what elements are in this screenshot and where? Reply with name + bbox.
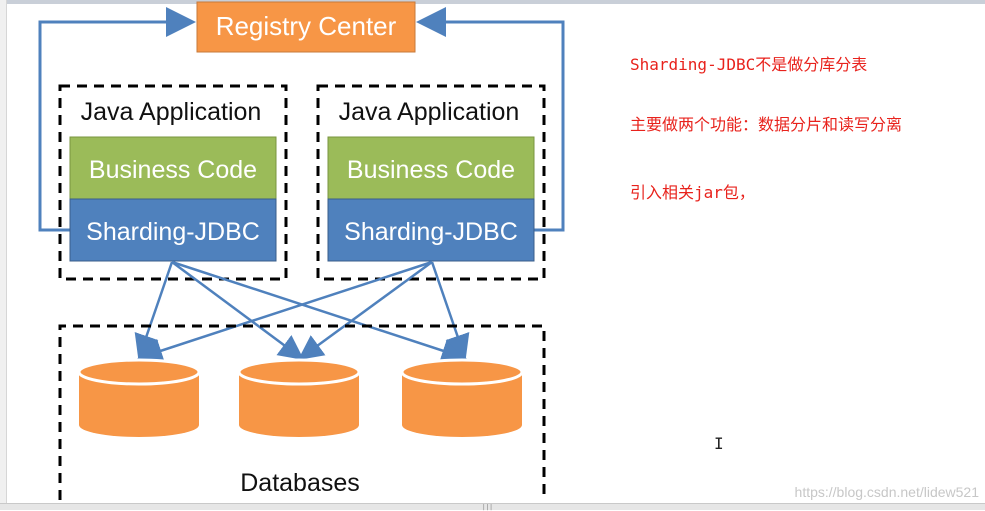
business-code-left-label: Business Code xyxy=(89,156,257,184)
route-right-to-db2 xyxy=(297,260,433,360)
java-application-right-border xyxy=(316,84,546,281)
route-left-to-db3 xyxy=(171,260,467,363)
java-application-left-border xyxy=(58,84,288,281)
routing-arrows xyxy=(134,260,470,363)
registry-center: Registry Center xyxy=(196,1,416,53)
java-application-right-title: Java Application xyxy=(339,98,520,126)
database-cylinder-2 xyxy=(237,358,361,437)
databases-group: Databases xyxy=(58,324,546,500)
note-line-1: Sharding-JDBC不是做分库分表 xyxy=(630,55,868,74)
sharding-jdbc-left-box xyxy=(69,198,277,262)
registry-center-label: Registry Center xyxy=(216,11,397,41)
watermark: https://blog.csdn.net/lidew521 xyxy=(794,484,979,500)
scrollbar-grip-icon[interactable]: ||| xyxy=(482,504,493,511)
sharding-jdbc-right-label: Sharding-JDBC xyxy=(344,218,518,246)
route-left-to-db1 xyxy=(134,261,174,360)
note-line-3: 引入相关jar包， xyxy=(630,183,755,202)
note-line-2: 主要做两个功能：数据分片和读写分离 xyxy=(630,115,903,134)
databases-border xyxy=(58,324,546,500)
route-left-to-db2 xyxy=(171,260,305,360)
database-cylinder-3 xyxy=(400,358,524,437)
architecture-diagram: Registry Center Java Application Busines… xyxy=(38,1,565,500)
business-code-left-box xyxy=(69,136,277,200)
sharding-jdbc-left-label: Sharding-JDBC xyxy=(86,218,260,246)
registry-center-box xyxy=(196,1,416,53)
databases-label: Databases xyxy=(240,469,360,497)
route-right-to-db3 xyxy=(430,261,470,360)
database-cylinder-1 xyxy=(77,358,201,437)
java-application-left: Java Application Business Code Sharding-… xyxy=(58,84,288,281)
registry-links xyxy=(38,7,565,232)
text-cursor-icon: I xyxy=(714,434,724,453)
java-application-right: Java Application Business Code Sharding-… xyxy=(316,84,546,281)
route-right-to-db1 xyxy=(137,260,433,363)
window-top-strip xyxy=(0,0,985,4)
bottom-scrollbar[interactable] xyxy=(0,503,985,510)
left-registry-link xyxy=(38,7,196,232)
business-code-right-box xyxy=(327,136,535,200)
right-registry-link xyxy=(416,7,565,232)
business-code-right-label: Business Code xyxy=(347,156,515,184)
java-application-left-title: Java Application xyxy=(81,98,262,126)
sharding-jdbc-right-box xyxy=(327,198,535,262)
left-scroll-rail xyxy=(0,0,7,510)
